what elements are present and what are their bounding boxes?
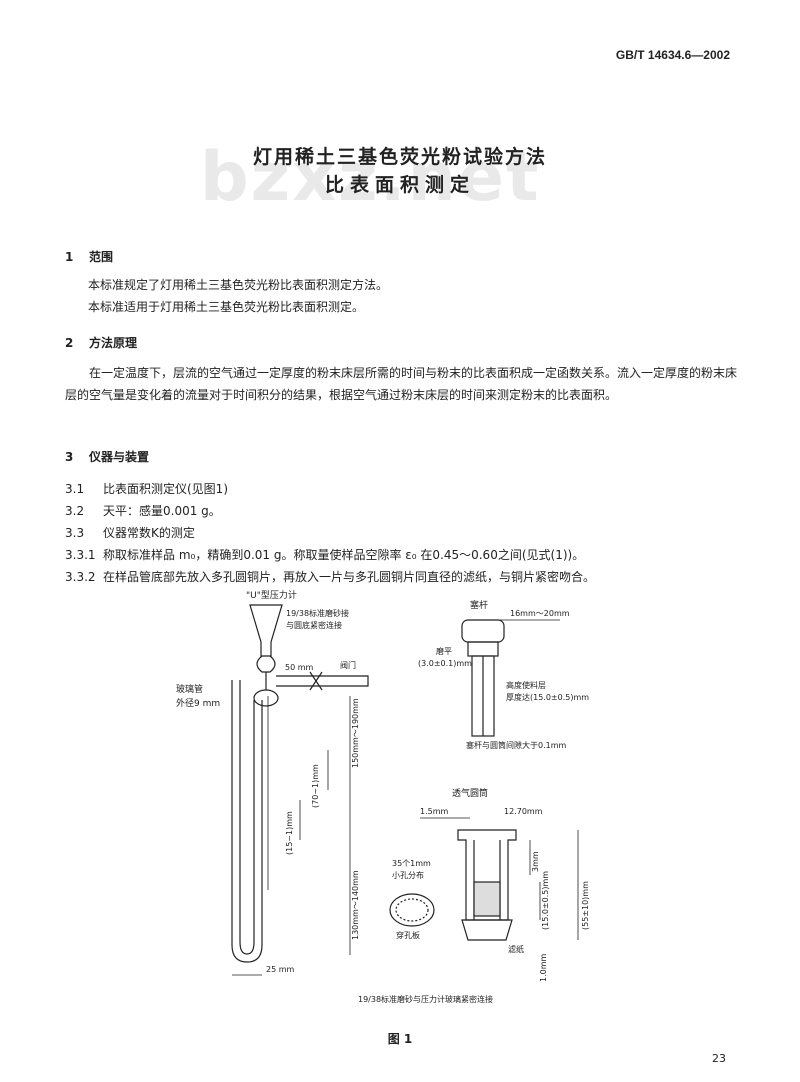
clause-number: 3.1 bbox=[65, 482, 85, 496]
label-bottom-note: 19/38标准磨砂与压力计玻璃紧密连接 bbox=[358, 994, 493, 1004]
label-dim-12-7: 12.70mm bbox=[504, 807, 543, 816]
label-dim-1-0: 1.0mm bbox=[539, 953, 548, 982]
clause-text: 称取标准样品 m₀，精确到0.01 g。称取量使样品空隙率 ε₀ 在0.45～0… bbox=[103, 548, 585, 562]
section-title: 仪器与装置 bbox=[89, 450, 150, 464]
label-dim-1-5: 1.5mm bbox=[420, 807, 449, 816]
clause-3-3: 3.3 仪器常数K的测定 bbox=[65, 524, 195, 541]
clause-number: 3.3.2 bbox=[65, 570, 96, 584]
clause-3-2: 3.2 天平：感量0.001 g。 bbox=[65, 502, 221, 519]
section-title: 方法原理 bbox=[89, 336, 138, 350]
label-holes-1: 35个1mm bbox=[392, 859, 431, 868]
manometer-right-arm bbox=[239, 680, 255, 955]
label-height-note-1: 高度使料层 bbox=[506, 680, 546, 690]
section-number: 2 bbox=[65, 336, 74, 350]
label-holes-2: 小孔分布 bbox=[392, 870, 424, 880]
label-outer-dia: 外径9 mm bbox=[176, 697, 220, 709]
section-1-paragraph-2: 本标准适用于灯用稀土三基色荧光粉比表面积测定。 bbox=[88, 300, 365, 314]
manometer-bulb bbox=[253, 689, 279, 707]
section-number: 3 bbox=[65, 450, 74, 464]
powder-bed bbox=[473, 881, 501, 917]
side-arm bbox=[276, 675, 369, 687]
label-dim-55: (55±10)mm bbox=[581, 881, 590, 930]
clause-text: 仪器常数K的测定 bbox=[103, 526, 195, 540]
label-flat: 磨平 bbox=[436, 646, 452, 656]
section-1-paragraph-1: 本标准规定了灯用稀土三基色荧光粉比表面积测定方法。 bbox=[88, 278, 389, 292]
document-title: 灯用稀土三基色荧光粉试验方法 bbox=[252, 146, 547, 168]
figure-caption: 图 1 bbox=[387, 1032, 413, 1046]
page-number: 23 bbox=[712, 1052, 726, 1065]
clause-3-1: 3.1 比表面积测定仪(见图1) bbox=[65, 480, 228, 497]
standard-code: GB/T 14634.6—2002 bbox=[615, 48, 730, 62]
label-plunger: 塞杆 bbox=[470, 599, 488, 611]
section-3-heading: 3 仪器与装置 bbox=[65, 448, 149, 465]
section-1-heading: 1 范围 bbox=[65, 248, 113, 265]
clause-number: 3.3 bbox=[65, 526, 85, 540]
funnel bbox=[249, 604, 283, 657]
label-dim-3: 3mm bbox=[531, 851, 540, 872]
label-flat-dim: (3.0±0.1)mm bbox=[418, 659, 472, 668]
label-joint-2: 与圆底紧密连接 bbox=[286, 620, 342, 630]
label-sample-tube: 透气圆筒 bbox=[452, 787, 488, 799]
section-2-paragraph: 在一定温度下，层流的空气通过一定厚度的粉末床层所需的时间与粉末的比表面积成一定函… bbox=[65, 366, 738, 402]
label-dim-70: (70~1)mm bbox=[311, 764, 320, 808]
label-funnel: "U"型压力计 bbox=[246, 590, 297, 601]
label-joint: 19/38标准磨砂接 bbox=[286, 608, 349, 618]
section-title: 范围 bbox=[89, 250, 114, 264]
clause-3-3-2: 3.3.2 在样品管底部先放入多孔圆铜片，再放入一片与多孔圆铜片同直径的滤纸，与铜… bbox=[65, 568, 595, 585]
label-dim-25: 25 mm bbox=[266, 965, 295, 974]
label-filter: 滤纸 bbox=[508, 944, 524, 954]
clause-3-3-1: 3.3.1 称取标准样品 m₀，精确到0.01 g。称取量使样品空隙率 ε₀ 在0… bbox=[65, 546, 584, 563]
label-glass-tube: 玻璃管 bbox=[176, 683, 203, 695]
clause-text: 比表面积测定仪(见图1) bbox=[103, 482, 228, 496]
clause-number: 3.2 bbox=[65, 504, 85, 518]
clause-number: 3.3.1 bbox=[65, 548, 96, 562]
valve-symbol bbox=[309, 671, 323, 691]
clause-text: 在样品管底部先放入多孔圆铜片，再放入一片与多孔圆铜片同直径的滤纸，与铜片紧密吻合… bbox=[103, 570, 596, 584]
clause-text: 天平：感量0.001 g。 bbox=[103, 504, 221, 518]
watermark: bzxz.net bbox=[200, 138, 541, 217]
manometer-left-arm bbox=[231, 680, 263, 963]
document-subtitle: 比表面积测定 bbox=[324, 174, 475, 196]
section-2-heading: 2 方法原理 bbox=[65, 334, 137, 351]
plunger-cap bbox=[461, 619, 505, 643]
label-gap-note: 塞杆与圆筒间隙大于0.1mm bbox=[466, 740, 567, 750]
label-perforated: 穿孔板 bbox=[396, 930, 420, 940]
label-dim-15b: (15.0±0.5)mm bbox=[541, 871, 550, 930]
section-number: 1 bbox=[65, 250, 74, 264]
figure-1-diagram: "U"型压力计 19/38标准磨砂接 与圆底紧密连接 玻璃管 外径9 mm 50… bbox=[176, 590, 590, 1004]
label-height-note-2: 厚度达(15.0±0.5)mm bbox=[506, 692, 589, 702]
label-dim-15: (15~1)mm bbox=[285, 811, 294, 855]
label-dim-150-190: 150mm～190mm bbox=[351, 698, 360, 768]
label-dim-130-140: 130mm～140mm bbox=[351, 870, 360, 940]
perforated-plate bbox=[389, 893, 435, 927]
label-valve: 阀门 bbox=[340, 660, 356, 670]
label-plunger-dia: 16mm～20mm bbox=[510, 609, 570, 618]
label-dim-50: 50 mm bbox=[285, 663, 314, 672]
